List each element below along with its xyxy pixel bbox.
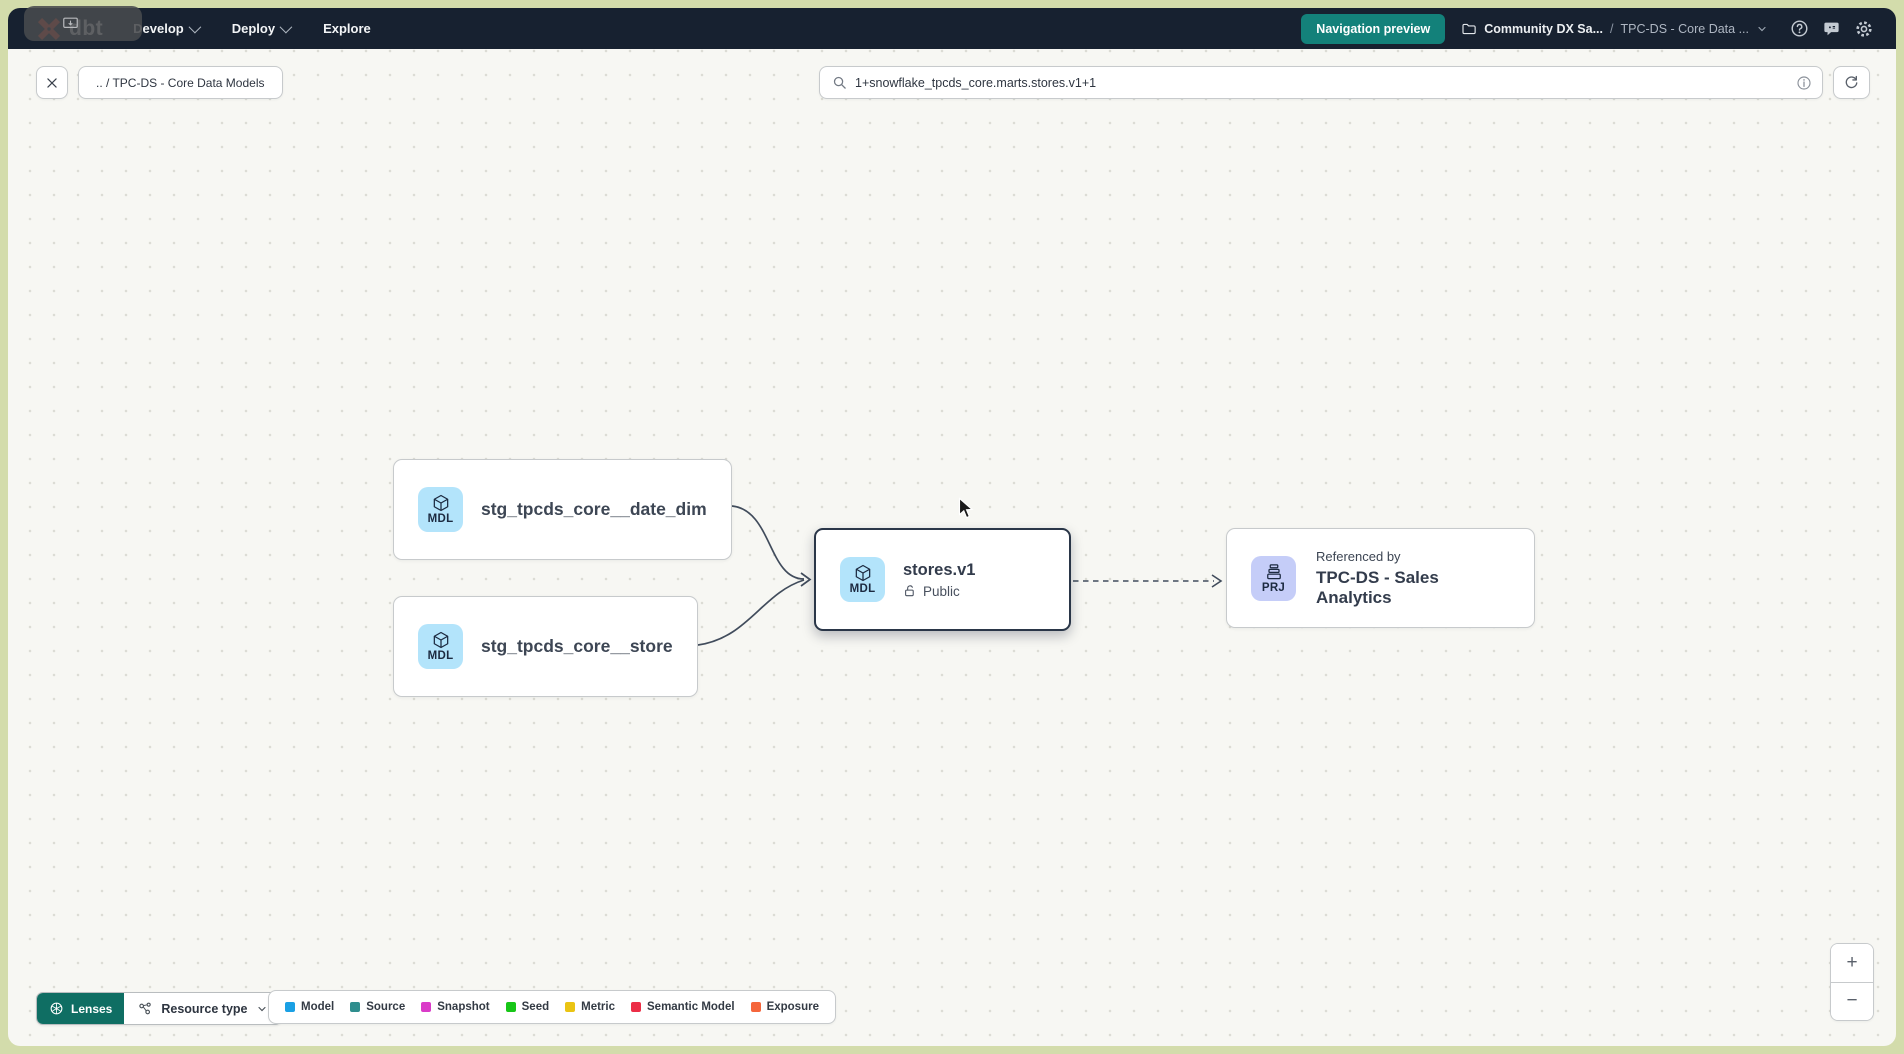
zoom-in-button[interactable]: + [1831,944,1873,982]
lens-aperture-icon [50,1002,63,1015]
node-label: stores.v1 [903,560,976,579]
chevron-down-icon [188,20,202,34]
model-badge: MDL [418,624,463,669]
legend-swatch [565,1002,576,1012]
nav-explore[interactable]: Explore [323,21,371,36]
legend-label: Seed [521,1001,550,1013]
divider [1831,981,1873,983]
legend-label: Model [301,1001,335,1013]
chevron-down-icon [257,1006,266,1011]
legend-swatch [350,1002,361,1012]
settings-gear-icon[interactable] [1854,19,1874,39]
legend-item-exposure: Exposure [750,1001,819,1013]
node-label: stg_tpcds_core__store [481,636,673,656]
legend-swatch [505,1002,516,1012]
node-stg-tpcds-core-date-dim[interactable]: MDL stg_tpcds_core__date_dim [393,459,732,560]
folder-icon [1462,23,1476,34]
referenced-by-caption: Referenced by [1316,548,1401,564]
refresh-lineage-button[interactable] [1833,66,1870,99]
legend-item-snapshot: Snapshot [421,1001,490,1013]
badge-code: MDL [427,650,454,663]
node-stores-v1[interactable]: MDL stores.v1 Public [814,528,1071,631]
model-badge: MDL [840,557,885,602]
legend-label: Semantic Model [647,1001,735,1013]
lenses-label: Lenses [71,1001,113,1016]
screen-capture-tab [24,6,142,41]
screen-share-icon [63,17,78,28]
nav-deploy[interactable]: Deploy [231,20,293,36]
legend-label: Metric [581,1001,615,1013]
legend-swatch [421,1002,432,1012]
node-referenced-by-project[interactable]: PRJ Referenced by TPC-DS - Sales Analyti… [1226,528,1535,628]
legend-item-semantic-model: Semantic Model [631,1001,735,1013]
legend-swatch [631,1002,641,1012]
cube-icon [433,495,448,512]
breadcrumb-project[interactable]: TPC-DS - Core Data ... [1620,21,1750,36]
zoom-controls: + − [1830,943,1874,1021]
help-icon[interactable] [1790,19,1809,38]
badge-code: PRJ [1261,581,1286,594]
breadcrumb: Community DX Sa... / TPC-DS - Core Data … [1461,21,1768,37]
legend-swatch [750,1002,761,1012]
project-badge: PRJ [1251,555,1296,601]
lenses-button[interactable]: Lenses [37,993,125,1024]
legend-swatch [285,1002,295,1012]
node-label: stg_tpcds_core__date_dim [481,499,707,519]
unlocked-padlock-icon [905,585,914,597]
chevron-down-icon[interactable] [1756,23,1768,35]
resource-graph-icon [139,1002,152,1014]
badge-code: MDL [427,513,454,526]
breadcrumb-account[interactable]: Community DX Sa... [1484,21,1604,36]
zoom-out-button[interactable]: − [1831,982,1873,1020]
nav-explore-label: Explore [323,21,371,36]
resource-type-label: Resource type [161,1001,248,1016]
top-navigation-bar: dbt Develop Deploy Explore Navigation pr… [8,8,1896,49]
node-label: TPC-DS - Sales Analytics [1316,567,1439,607]
legend-item-metric: Metric [565,1001,615,1013]
nav-develop-label: Develop [133,21,184,36]
info-icon[interactable] [1796,75,1812,91]
legend-label: Snapshot [437,1001,490,1013]
nav-deploy-label: Deploy [231,21,276,36]
cube-icon [433,632,448,649]
search-icon [833,76,846,89]
project-stack-icon [1266,564,1281,580]
cube-icon [855,565,870,582]
search-input[interactable] [855,75,1796,90]
lineage-breadcrumb-label: .. / TPC-DS - Core Data Models [96,75,265,90]
legend-label: Exposure [766,1001,819,1013]
refresh-icon [1845,75,1858,89]
close-lineage-button[interactable] [36,66,68,99]
legend-item-seed: Seed [505,1001,550,1013]
node-stg-tpcds-core-store[interactable]: MDL stg_tpcds_core__store [393,596,698,697]
navigation-preview-button[interactable]: Navigation preview [1301,13,1446,44]
lineage-search-box [819,66,1823,99]
badge-code: MDL [849,583,876,596]
legend-label: Source [366,1001,406,1013]
lineage-breadcrumb-chip[interactable]: .. / TPC-DS - Core Data Models [78,66,283,99]
close-icon [47,77,57,88]
lens-controls: Lenses Resource type [36,992,282,1025]
model-badge: MDL [418,487,463,532]
resource-type-dropdown[interactable]: Resource type [124,993,280,1024]
main-nav: Develop Deploy Explore [133,20,371,36]
feedback-icon[interactable] [1822,19,1841,38]
access-label: Public [923,583,960,599]
nav-develop[interactable]: Develop [133,20,202,36]
resource-type-legend: Model Source Snapshot Seed Metric Semant… [268,990,836,1024]
legend-item-model: Model [285,1001,334,1013]
chevron-down-icon [279,20,293,34]
breadcrumb-separator: / [1610,21,1614,36]
legend-item-source: Source [350,1001,405,1013]
